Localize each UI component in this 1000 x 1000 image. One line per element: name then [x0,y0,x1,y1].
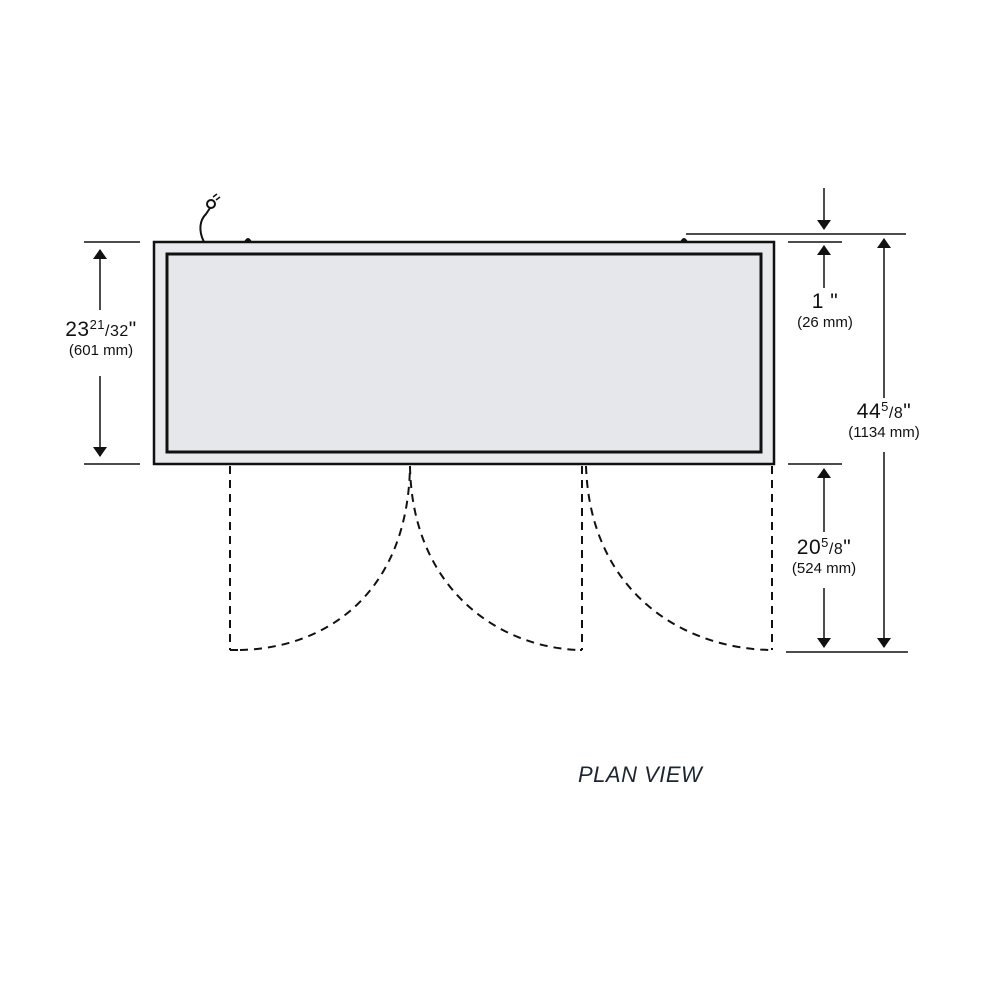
overall-depth-metric-label: (1134 mm) [848,424,920,442]
depth-metric-label: (601 mm) [68,342,134,360]
power-plug-icon [206,199,216,209]
door-swing-paths [229,465,773,651]
extension-lines [84,233,908,653]
door-swing-dimension-label: 205/8" (524 mm) [774,535,874,578]
back-gap-metric-label: (26 mm) [797,314,853,332]
door-swing-metric-label: (524 mm) [791,560,857,578]
back-gap-dimension-label: 1 " (26 mm) [780,290,870,331]
power-cord-icon [199,207,211,243]
depth-dimension-label: 2321/32" (601 mm) [50,317,152,360]
cabinet-top-panel [165,252,763,454]
view-title: PLAN VIEW [578,762,703,787]
overall-depth-dimension-label: 445/8" (1134 mm) [832,399,936,442]
